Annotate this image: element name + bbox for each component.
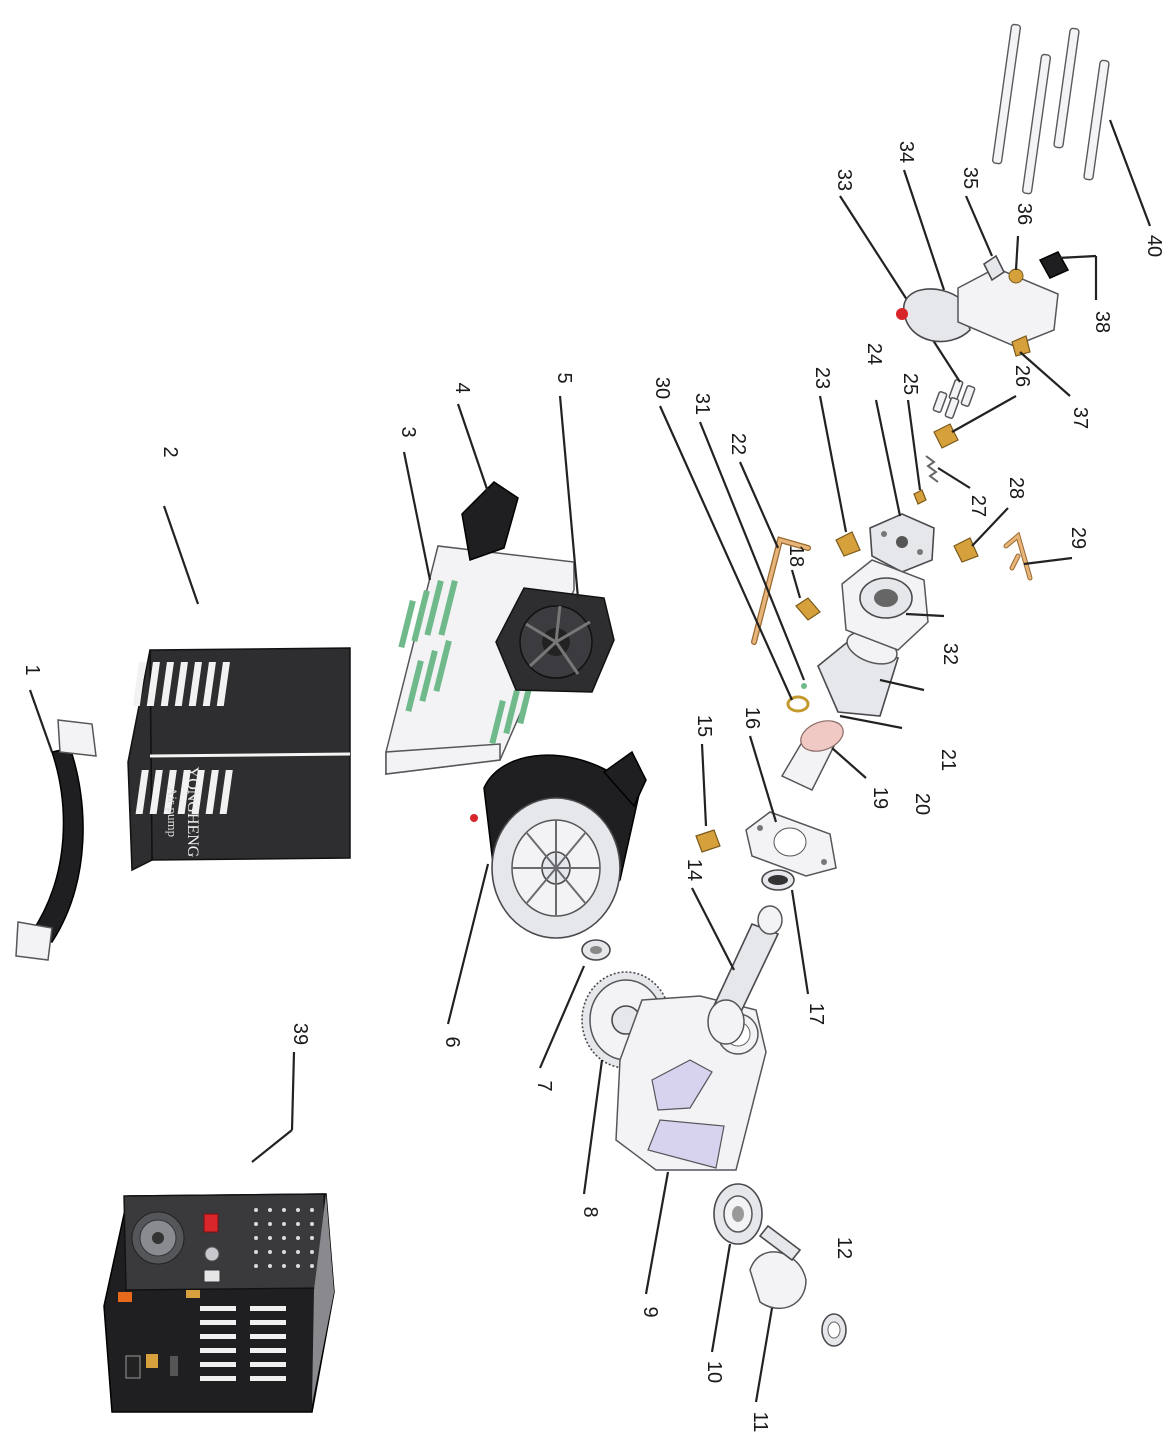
part-20-piston-seal [839, 714, 903, 730]
callout-20: 20 [911, 793, 933, 815]
callout-10: 10 [703, 1361, 725, 1383]
callout-5: 5 [553, 372, 575, 383]
part-39-assembled-unit [103, 1051, 335, 1413]
callout-17: 17 [805, 1003, 827, 1025]
callout-40: 40 [1143, 235, 1165, 257]
part-24-valve-plate [869, 399, 935, 573]
part-37-fitting [1019, 351, 1071, 397]
part-2-outer-cover: YONGHENG Air pump [127, 505, 351, 872]
part-9-crankcase [615, 995, 767, 1295]
part-17-seal-ring [761, 869, 810, 995]
part-40-long-bolts [991, 23, 1152, 227]
callout-33: 33 [833, 169, 855, 191]
callout-8: 8 [579, 1206, 601, 1217]
callout-22: 22 [727, 433, 749, 455]
cover-subtitle-text: Air pump [165, 787, 180, 837]
callout-35: 35 [959, 167, 981, 189]
callout-18: 18 [785, 545, 807, 567]
part-10-large-bearing [710, 1183, 763, 1353]
callout-19: 19 [869, 787, 891, 809]
part-36-fitting [1014, 235, 1020, 271]
callout-38: 38 [1091, 311, 1113, 333]
part-1-handle [15, 689, 97, 961]
part-23-fitting [818, 395, 861, 557]
callout-37: 37 [1069, 407, 1091, 429]
callout-4: 4 [451, 382, 473, 393]
callout-34: 34 [895, 141, 917, 163]
part-15-fitting [695, 743, 721, 853]
part-34-regulator-body [896, 169, 971, 343]
part-16-cylinder-flange [745, 735, 837, 877]
part-35-screw [964, 195, 994, 257]
callout-32: 32 [939, 643, 961, 665]
callout-9: 9 [639, 1306, 661, 1317]
part-5-fan [495, 395, 615, 693]
part-22-copper-tube [738, 461, 811, 645]
callout-26: 26 [1011, 365, 1033, 387]
callout-24: 24 [863, 343, 885, 365]
callout-28: 28 [1005, 477, 1027, 499]
part-7-small-bearing [538, 939, 611, 1069]
callout-labels: 1 2 3 4 5 6 7 8 9 10 11 12 14 15 16 17 1… [21, 141, 1165, 1433]
callout-23: 23 [811, 367, 833, 389]
callout-25: 25 [899, 373, 921, 395]
part-18-fitting [790, 569, 821, 621]
part-19-piston [780, 720, 867, 791]
part-25-nut [906, 399, 927, 505]
callout-7: 7 [533, 1080, 555, 1091]
part-14-connecting-rod [691, 887, 783, 1045]
part-38-knob [1057, 254, 1098, 300]
callout-31: 31 [691, 393, 713, 415]
callout-27: 27 [967, 495, 989, 517]
part-33-screws [839, 195, 976, 419]
callout-12: 12 [833, 1237, 855, 1259]
part-11-crank [749, 1224, 807, 1403]
cover-brand-text: YONGHENG [184, 767, 201, 858]
callout-21: 21 [937, 749, 959, 771]
callout-29: 29 [1067, 527, 1089, 549]
callout-3: 3 [397, 426, 419, 437]
part-26-brass-plug [933, 395, 1017, 449]
callout-11: 11 [749, 1412, 771, 1433]
callout-14: 14 [683, 859, 705, 881]
part-31-o-ring [698, 421, 807, 689]
part-27-spring [925, 455, 971, 489]
callout-36: 36 [1013, 203, 1035, 225]
callout-15: 15 [693, 715, 715, 737]
part-6-motor [446, 750, 647, 1025]
callout-39: 39 [289, 1023, 311, 1045]
part-29-copper-elbow [1003, 531, 1073, 581]
callout-30: 30 [651, 377, 673, 399]
part-35-38-valve-block [957, 251, 1070, 357]
callout-16: 16 [741, 707, 763, 729]
part-28-fitting [953, 507, 1009, 563]
part-30-o-ring [658, 405, 810, 713]
callout-1: 1 [21, 664, 43, 675]
callout-6: 6 [441, 1036, 463, 1047]
part-32-cylinder-head [841, 559, 945, 651]
callout-2: 2 [159, 446, 181, 457]
part-4-connector [456, 403, 519, 562]
part-12-end-cap [821, 1313, 847, 1347]
